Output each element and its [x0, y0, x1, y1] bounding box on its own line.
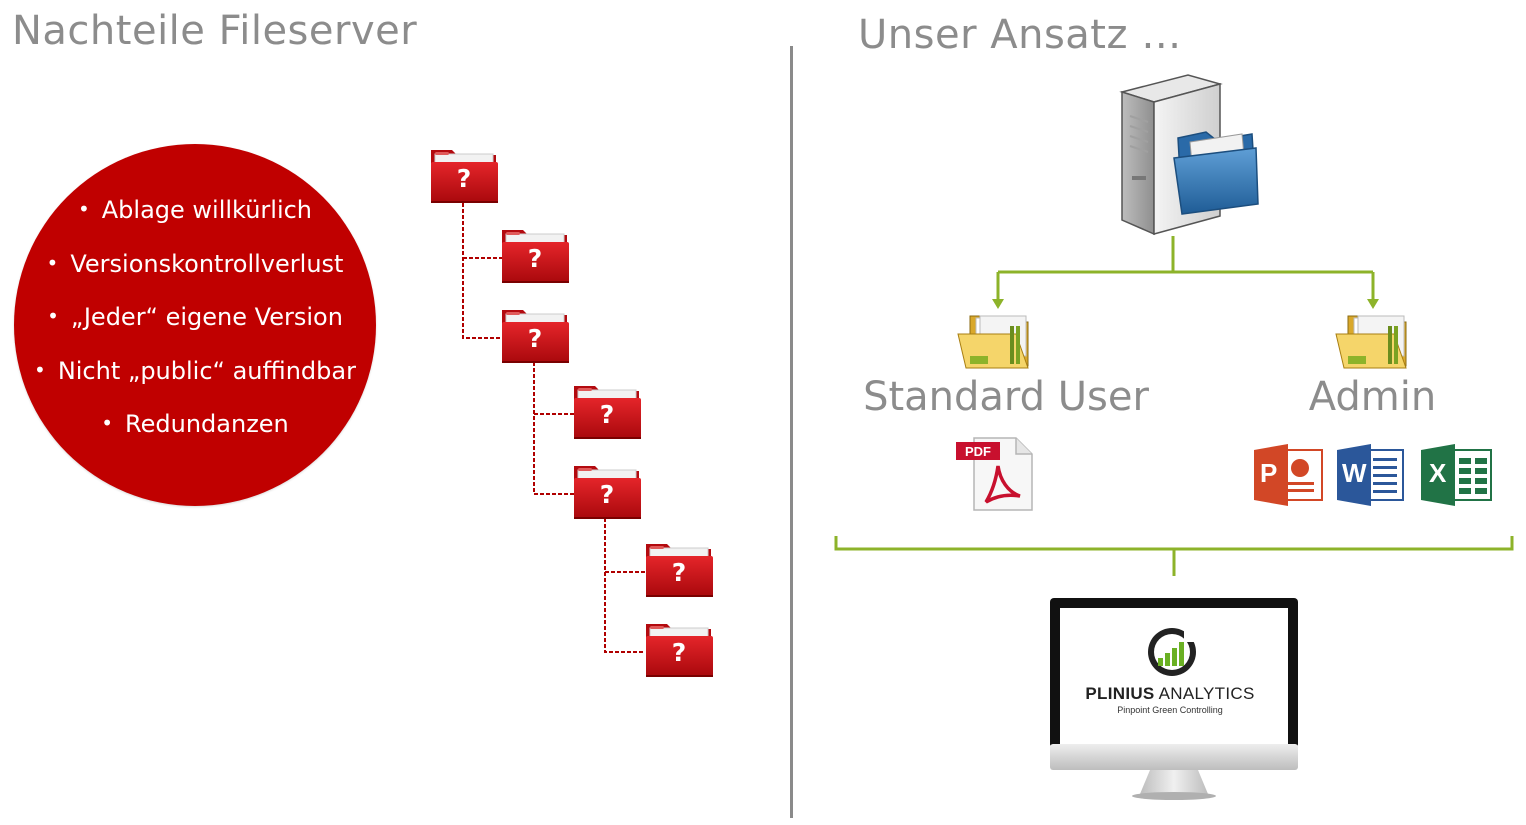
right-title: Unser Ansatz … [858, 12, 1182, 58]
monitor-icon: PLINIUS ANALYTICS Pinpoint Green Control… [1050, 598, 1298, 803]
pdf-icon: PDF [956, 437, 1033, 511]
folder-question-mark: ? [456, 164, 472, 193]
pdf-label: PDF [965, 444, 991, 459]
folder-icon: ? [573, 462, 643, 520]
bullet-item: Redundanzen [14, 404, 376, 458]
folder-question-mark: ? [671, 638, 687, 667]
standard-user-folder-icon [957, 315, 1029, 369]
standard-user-label: Standard User [863, 374, 1149, 420]
bullet-item: Versionskontrollverlust [14, 244, 376, 298]
powerpoint-letter: P [1260, 458, 1278, 488]
folder-question-mark: ? [599, 480, 615, 509]
folder-question-mark: ? [599, 400, 615, 429]
folder-question-mark: ? [527, 244, 543, 273]
plinius-brand-name: PLINIUS ANALYTICS [1085, 684, 1255, 703]
excel-letter: X [1429, 458, 1447, 488]
bullet-item: „Jeder“ eigene Version [14, 297, 376, 351]
admin-label: Admin [1308, 374, 1437, 420]
folder-icon: ? [573, 382, 643, 440]
folder-icon: ? [501, 226, 571, 284]
disadvantages-list: Ablage willkürlich Versionskontrollverlu… [14, 190, 376, 458]
folder-question-mark: ? [671, 558, 687, 587]
folder-icon: ? [645, 620, 715, 678]
folder-question-mark: ? [527, 324, 543, 353]
bullet-item: Nicht „public“ auffindbar [14, 351, 376, 405]
folder-icon: ? [501, 306, 571, 364]
admin-folder-icon [1335, 315, 1407, 369]
powerpoint-icon: P [1254, 442, 1324, 508]
left-title: Nachteile Fileserver [12, 8, 418, 54]
excel-icon: X [1421, 442, 1495, 508]
panel-divider [790, 46, 793, 818]
word-icon: W [1337, 442, 1407, 508]
disadvantages-circle: Ablage willkürlich Versionskontrollverlu… [14, 144, 376, 506]
plinius-tagline: Pinpoint Green Controlling [1117, 705, 1223, 715]
bullet-item: Ablage willkürlich [14, 190, 376, 244]
plinius-logo [1148, 628, 1200, 676]
folder-icon: ? [430, 146, 500, 204]
word-letter: W [1342, 458, 1367, 488]
folder-icon: ? [645, 540, 715, 598]
server-icon [1119, 74, 1259, 236]
